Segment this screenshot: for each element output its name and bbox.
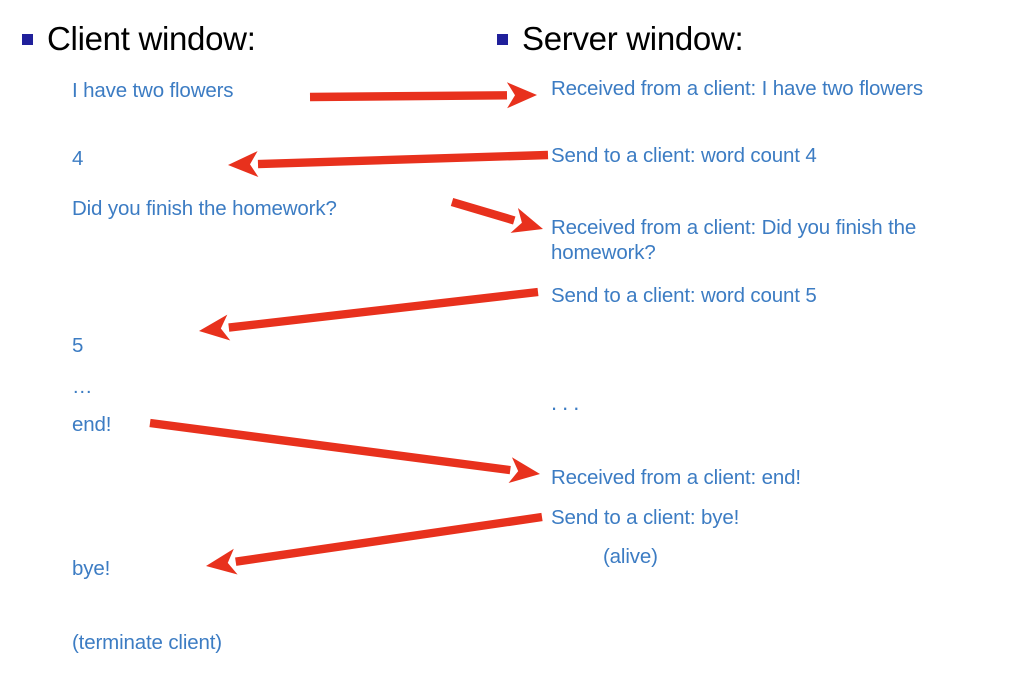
arrow-server-to-client-bye xyxy=(206,512,543,575)
arrow-head xyxy=(506,82,537,109)
server-window-heading-label: Server window: xyxy=(522,20,744,57)
client-log-line: Did you finish the homework? xyxy=(72,197,337,220)
arrow-shaft xyxy=(228,287,539,332)
server-log-line: Received from a client: end! xyxy=(551,466,801,489)
arrow-shaft xyxy=(149,418,511,475)
bullet-square-icon xyxy=(497,34,508,45)
server-log-line: ... xyxy=(551,390,585,415)
server-log-line: (alive) xyxy=(603,545,658,568)
arrow-client-to-server-flowers xyxy=(309,82,537,109)
server-log-line: Received from a client: I have two flowe… xyxy=(551,77,923,100)
server-window-heading: Server window: xyxy=(497,20,744,57)
arrow-server-to-client-count4 xyxy=(228,150,549,178)
client-log-line: … xyxy=(72,375,93,398)
client-log-line: end! xyxy=(72,413,112,436)
client-log-line: (terminate client) xyxy=(72,631,222,654)
server-log-line: Send to a client: word count 5 xyxy=(551,284,817,307)
arrow-head xyxy=(228,151,259,178)
arrow-head xyxy=(199,314,231,341)
client-log-line: bye! xyxy=(72,557,111,580)
client-window-heading-label: Client window: xyxy=(47,20,256,57)
arrow-shaft xyxy=(450,197,516,225)
arrow-shaft xyxy=(309,91,508,102)
arrow-head xyxy=(510,208,543,233)
server-log-line: Send to a client: word count 4 xyxy=(551,144,817,167)
arrow-client-to-server-homework xyxy=(450,197,543,233)
client-log-line: 4 xyxy=(72,147,84,170)
arrow-shaft xyxy=(257,150,549,169)
arrow-shaft xyxy=(235,512,543,566)
server-log-line: Received from a client: Did you finish t… xyxy=(551,216,917,264)
arrow-server-to-client-count5 xyxy=(199,287,539,341)
arrow-client-to-server-end xyxy=(149,418,540,484)
client-log-line: I have two flowers xyxy=(72,79,234,102)
bullet-square-icon xyxy=(22,34,33,45)
arrow-head xyxy=(508,457,540,484)
arrow-head xyxy=(206,548,238,575)
client-window-heading: Client window: xyxy=(22,22,256,55)
client-log-line: 5 xyxy=(72,334,84,357)
server-log-line: Send to a client: bye! xyxy=(551,506,740,529)
